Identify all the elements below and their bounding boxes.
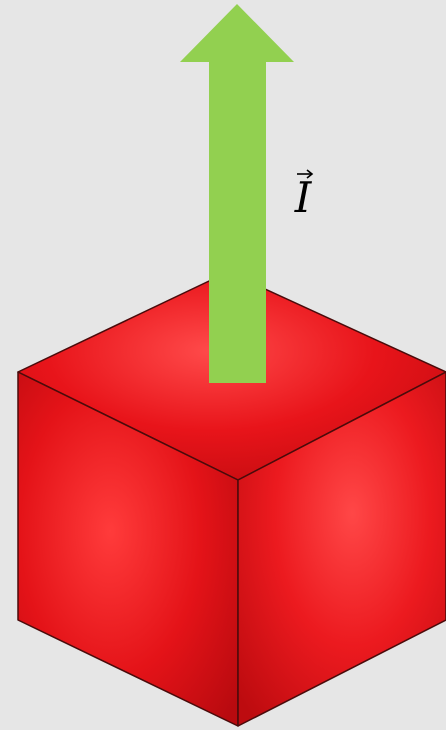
cube-right-face	[237, 371, 446, 727]
vector-label: I	[294, 173, 312, 222]
green-vector-arrow	[180, 4, 294, 383]
vector-arrow-icon	[297, 169, 314, 179]
